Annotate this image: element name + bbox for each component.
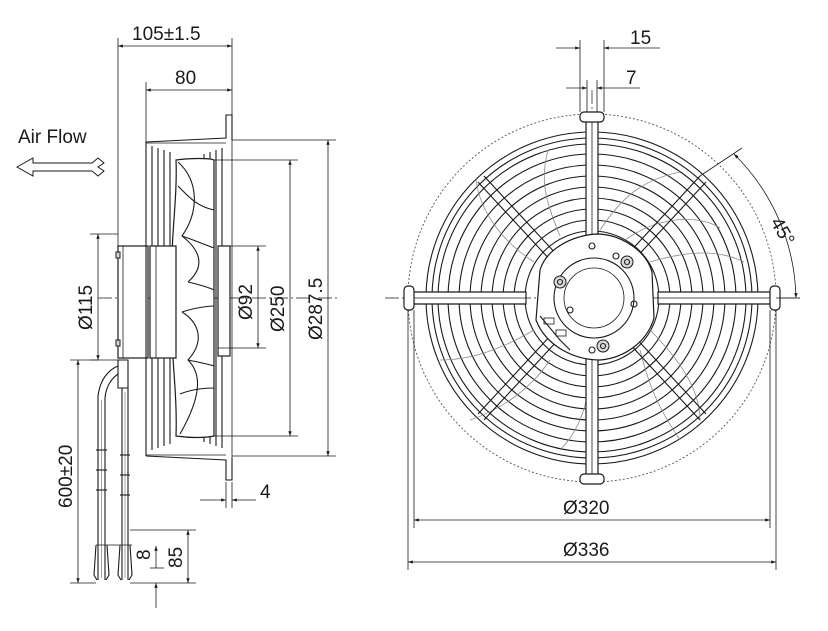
airflow-arrow-icon bbox=[15, 157, 105, 177]
dim-hub: Ø115 bbox=[76, 285, 97, 330]
dim-slot-hole: 7 bbox=[626, 68, 637, 89]
front-hub bbox=[535, 233, 655, 361]
front-spokes bbox=[403, 111, 781, 485]
dim-grille-depth: 80 bbox=[175, 68, 196, 89]
side-impeller bbox=[171, 157, 215, 439]
airflow-indicator: Air Flow bbox=[15, 127, 105, 177]
dim-mount-circle: Ø320 bbox=[563, 498, 609, 519]
dim-strip-85: 85 bbox=[166, 547, 187, 568]
side-cable bbox=[93, 359, 133, 581]
dim-slot-width: 15 bbox=[630, 28, 651, 49]
dim-bracket: 4 bbox=[260, 482, 271, 503]
dim-outer: Ø336 bbox=[563, 540, 609, 561]
dim-impeller: Ø250 bbox=[268, 286, 289, 332]
dim-motor: Ø92 bbox=[236, 284, 257, 320]
dim-overall-depth: 105±1.5 bbox=[132, 24, 201, 45]
dim-angle: 45° bbox=[766, 214, 799, 249]
airflow-label: Air Flow bbox=[18, 127, 87, 148]
front-view: 15 7 45° Ø320 Ø336 bbox=[385, 28, 800, 570]
dim-lead-length: 600±20 bbox=[56, 445, 77, 508]
side-view: 105±1.5 80 Ø115 Ø92 Ø250 Ø287.5 600±20 bbox=[56, 24, 340, 608]
dim-housing: Ø287.5 bbox=[306, 278, 327, 340]
dim-strip-8: 8 bbox=[134, 549, 155, 560]
